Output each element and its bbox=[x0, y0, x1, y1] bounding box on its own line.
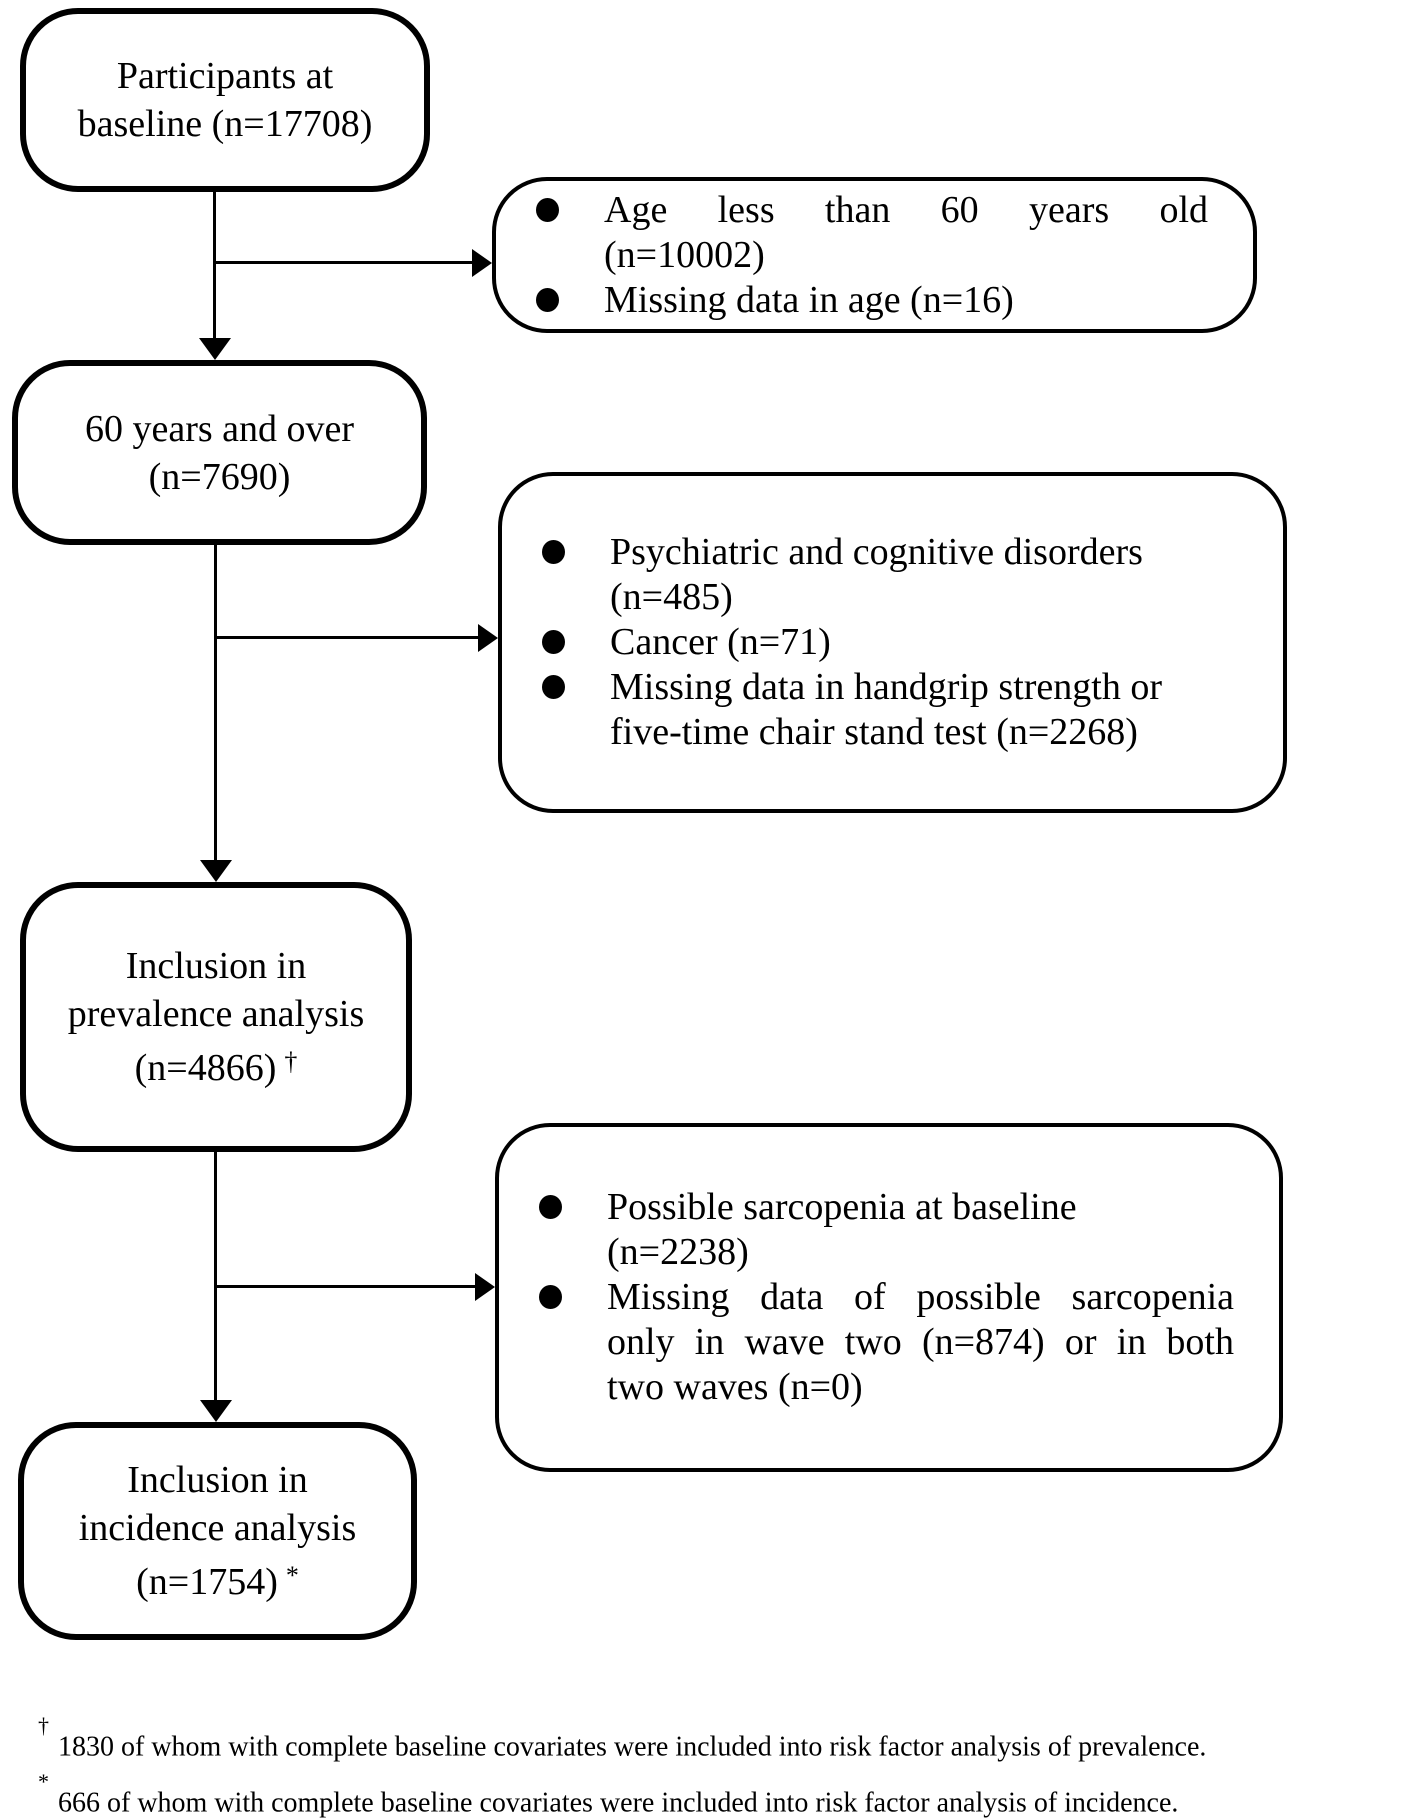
footnote-asterisk: * 666 of whom with complete baseline cova… bbox=[38, 1769, 1206, 1820]
bullet-item: Age less than 60 years old(n=10002) bbox=[536, 188, 1208, 278]
arrowhead-down-icon bbox=[200, 1400, 232, 1422]
bullet-text: Cancer (n=71) bbox=[610, 620, 1238, 665]
bullet-text-line: Cancer (n=71) bbox=[610, 621, 831, 663]
connector-vertical-1 bbox=[213, 192, 216, 340]
arrowhead-right-icon bbox=[472, 249, 492, 277]
bullet-text-line: Possible sarcopenia at baseline bbox=[607, 1186, 1077, 1228]
asterisk-marker: * bbox=[38, 1769, 49, 1795]
flow-box-line: (n=4866)† bbox=[135, 1038, 298, 1092]
arrowhead-right-icon bbox=[478, 624, 498, 652]
connector-branch-3 bbox=[214, 1285, 475, 1288]
footnote-text: 666 of whom with complete baseline covar… bbox=[58, 1787, 1179, 1819]
exclusion-box-age: Age less than 60 years old(n=10002)Missi… bbox=[492, 177, 1257, 333]
flow-box-line: incidence analysis bbox=[78, 1507, 357, 1549]
bullet-text-line: Missing data in age (n=16) bbox=[604, 278, 1014, 321]
dagger-marker: † bbox=[284, 1047, 298, 1076]
flow-box-prevalence-analysis: Inclusion in prevalence analysis (n=4866… bbox=[20, 882, 412, 1152]
bullet-icon bbox=[542, 665, 610, 699]
dagger-marker: † bbox=[38, 1713, 49, 1738]
bullet-text-line: only in wave two (n=874) or in both bbox=[607, 1321, 1234, 1363]
arrowhead-down-icon bbox=[200, 860, 232, 882]
flow-box-60-years-and-over: 60 years and over (n=7690) bbox=[12, 360, 427, 545]
flow-box-line: (n=7690) bbox=[148, 455, 291, 498]
footnote-text: 1830 of whom with complete baseline cova… bbox=[58, 1731, 1207, 1763]
bullet-text-line: (n=485) bbox=[610, 576, 733, 618]
bullet-icon bbox=[536, 278, 604, 312]
asterisk-marker: * bbox=[285, 1561, 299, 1590]
bullet-text-line: five-time chair stand test (n=2268) bbox=[610, 711, 1138, 753]
bullet-icon bbox=[539, 1275, 607, 1309]
flow-box-incidence-analysis: Inclusion in incidence analysis (n=1754)… bbox=[18, 1422, 417, 1640]
flow-box-line: Inclusion in bbox=[127, 1459, 308, 1501]
count-label: (n=4866) bbox=[134, 1047, 277, 1089]
flow-box-line: Participants at bbox=[116, 55, 334, 97]
bullet-icon bbox=[539, 1185, 607, 1219]
bullet-text-line: Missing data of possible sarcopenia bbox=[607, 1276, 1234, 1318]
flow-box-line: 60 years and over bbox=[84, 407, 355, 450]
flow-box-line: prevalence analysis bbox=[67, 993, 365, 1035]
bullet-text: Missing data in age (n=16) bbox=[604, 278, 1208, 323]
connector-branch-2 bbox=[214, 636, 478, 639]
arrowhead-right-icon bbox=[475, 1273, 495, 1301]
flow-box-line: (n=1754)* bbox=[136, 1552, 299, 1606]
bullet-icon bbox=[536, 188, 604, 222]
flow-box-line: baseline (n=17708) bbox=[77, 103, 373, 145]
bullet-text-line: Psychiatric and cognitive disorders bbox=[610, 531, 1143, 573]
bullet-text-line: (n=2238) bbox=[607, 1231, 749, 1273]
flow-box-line: Inclusion in bbox=[125, 945, 307, 987]
footnote-dagger: † 1830 of whom with complete baseline cov… bbox=[38, 1713, 1207, 1770]
bullet-text: Possible sarcopenia at baseline(n=2238) bbox=[607, 1185, 1234, 1275]
bullet-text-line: Age less than 60 years old bbox=[604, 188, 1208, 231]
bullet-text: Psychiatric and cognitive disorders(n=48… bbox=[610, 530, 1238, 620]
bullet-item: Cancer (n=71) bbox=[542, 620, 1238, 665]
flow-box-participants-baseline: Participants at baseline (n=17708) bbox=[20, 8, 430, 192]
count-label: (n=1754) bbox=[136, 1561, 278, 1603]
connector-vertical-3 bbox=[214, 1152, 217, 1402]
bullet-text-line: (n=10002) bbox=[604, 233, 765, 276]
exclusion-box-sarcopenia: Possible sarcopenia at baseline(n=2238)M… bbox=[495, 1123, 1283, 1472]
bullet-text-line: Missing data in handgrip strength or bbox=[610, 666, 1162, 708]
bullet-icon bbox=[542, 620, 610, 654]
bullet-item: Missing data in age (n=16) bbox=[536, 278, 1208, 323]
connector-vertical-2 bbox=[214, 545, 217, 862]
footnotes: † 1830 of whom with complete baseline cov… bbox=[38, 1713, 1207, 1820]
exclusion-box-disorders: Psychiatric and cognitive disorders(n=48… bbox=[498, 472, 1287, 813]
bullet-text-line: two waves (n=0) bbox=[607, 1366, 863, 1408]
connector-branch-1 bbox=[214, 261, 474, 264]
bullet-item: Psychiatric and cognitive disorders(n=48… bbox=[542, 530, 1238, 620]
bullet-item: Possible sarcopenia at baseline(n=2238) bbox=[539, 1185, 1234, 1275]
bullet-icon bbox=[542, 530, 610, 564]
bullet-text: Age less than 60 years old(n=10002) bbox=[604, 188, 1208, 278]
arrowhead-down-icon bbox=[199, 338, 231, 360]
